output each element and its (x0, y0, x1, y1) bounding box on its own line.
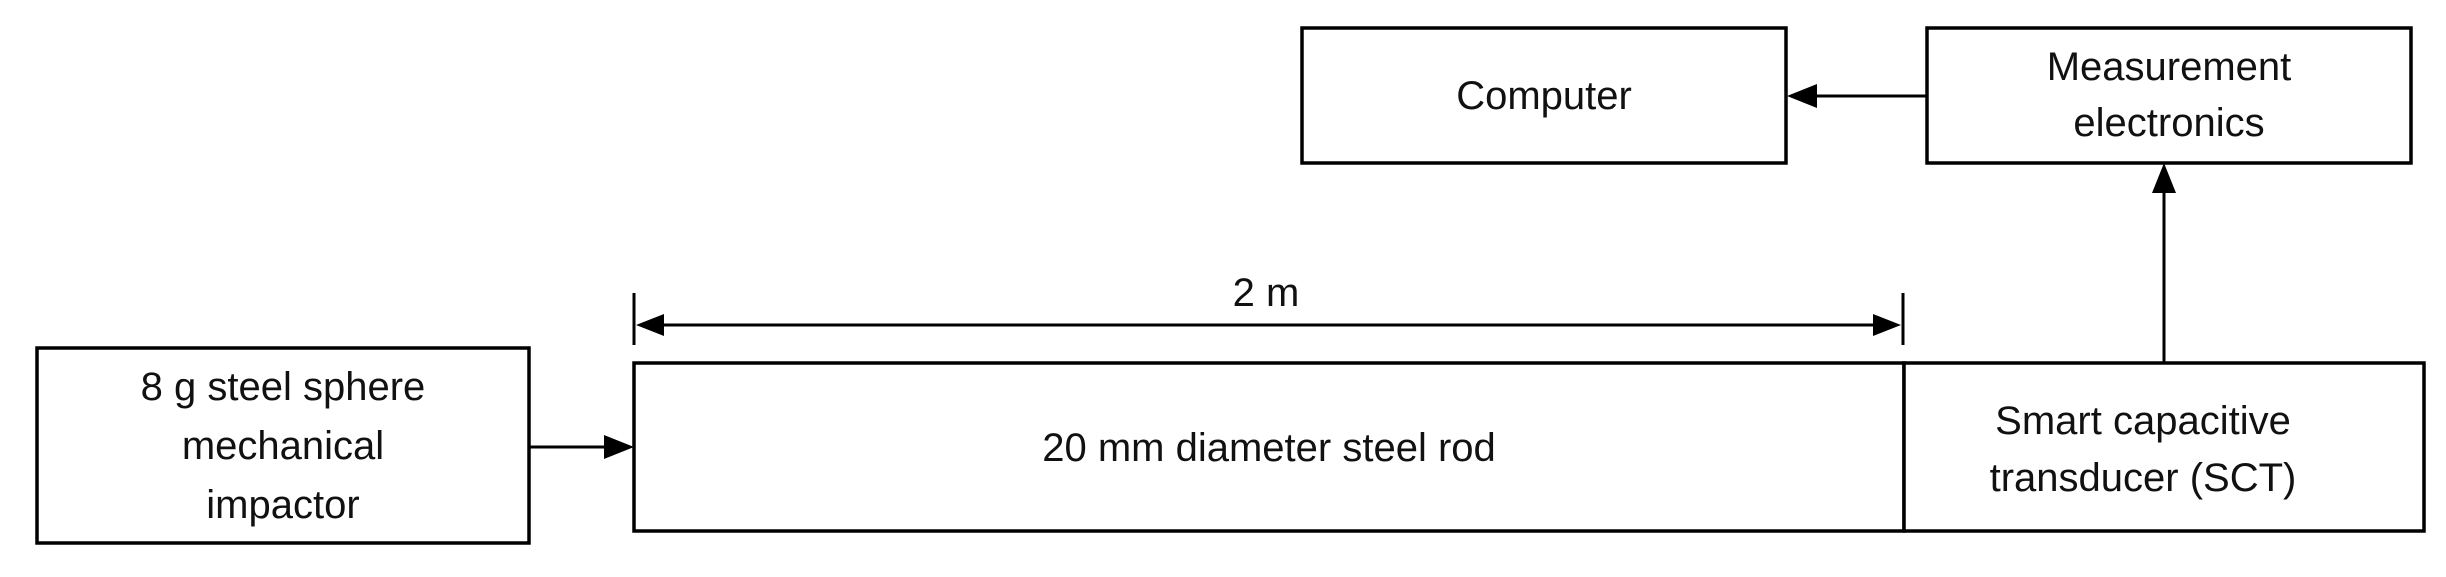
measurement-electronics-block: Measurement electronics (1925, 26, 2413, 165)
steel-rod-block: 20 mm diameter steel rod (632, 361, 1906, 533)
impactor-label-line2: mechanical (182, 424, 384, 468)
measurement-electronics-label-line1: Measurement (2047, 45, 2292, 89)
arrow-electronics-to-computer (1787, 84, 1927, 108)
measurement-electronics-label-line2: electronics (2073, 101, 2264, 145)
dimension-arrow-left (636, 314, 664, 336)
transducer-label-line2: transducer (SCT) (1990, 456, 2297, 500)
arrow-head-left (1787, 84, 1817, 108)
impactor-block: 8 g steel sphere mechanical impactor (35, 346, 531, 545)
impactor-label-line3: impactor (206, 483, 359, 527)
transducer-block: Smart capacitive transducer (SCT) (1902, 361, 2426, 533)
dimension-label: 2 m (1233, 271, 1300, 315)
computer-block: Computer (1300, 26, 1788, 165)
computer-label: Computer (1456, 74, 1632, 118)
transducer-label-line1: Smart capacitive (1995, 399, 2291, 443)
dimension-2m: 2 m (632, 271, 1905, 345)
dimension-arrow-right (1873, 314, 1901, 336)
arrow-transducer-to-electronics (2152, 163, 2176, 363)
arrow-head-up (2152, 163, 2176, 193)
impactor-label-line1: 8 g steel sphere (141, 365, 426, 409)
arrow-head-right (604, 435, 634, 459)
arrow-impactor-to-rod (529, 435, 634, 459)
steel-rod-label: 20 mm diameter steel rod (1042, 426, 1496, 470)
